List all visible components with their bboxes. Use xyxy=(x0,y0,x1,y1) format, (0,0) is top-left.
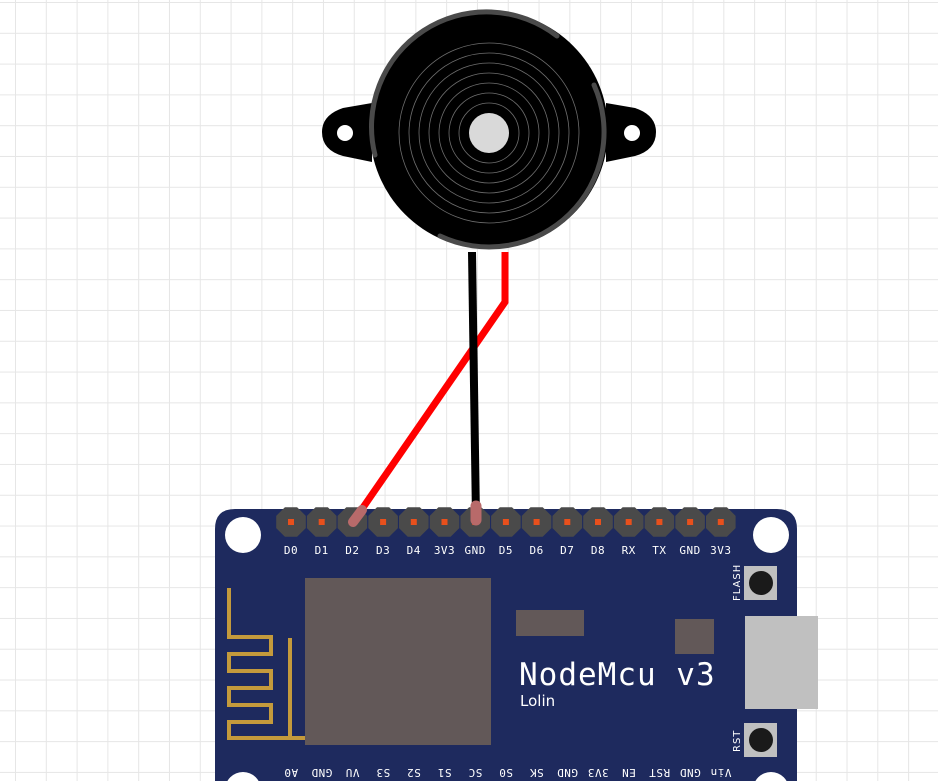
bottom-pin-label: SC xyxy=(468,766,482,779)
pin-pad xyxy=(625,519,632,525)
bottom-pin-label: S2 xyxy=(407,766,421,779)
top-pin-label: D5 xyxy=(499,544,513,557)
buzzer-rings xyxy=(398,42,580,224)
bottom-pin-labels: A0 GND VU S3 S2 S1 SC S0 SK GND 3V3 EN RST GND Vin xyxy=(284,766,732,779)
top-pin-label: GND xyxy=(465,544,486,557)
bottom-pin-label: A0 xyxy=(284,766,298,779)
mounting-hole-top-right xyxy=(753,517,789,553)
piezo-buzzer[interactable] xyxy=(322,9,656,250)
pin-pad xyxy=(380,519,387,525)
mount-hole-right xyxy=(624,125,640,141)
red-wire[interactable] xyxy=(348,252,509,527)
top-pin-label: TX xyxy=(652,544,666,557)
pin-pad xyxy=(717,519,724,525)
bottom-pin-label: GND xyxy=(557,766,578,779)
buzzer-center xyxy=(469,113,509,153)
pin-pad xyxy=(533,519,540,525)
bottom-pin-label: Vin xyxy=(710,766,731,779)
bottom-pin-label: 3V3 xyxy=(587,766,608,779)
pin-pad xyxy=(656,519,663,525)
buzzer-rim-highlight xyxy=(369,9,607,250)
top-pin-label: D1 xyxy=(315,544,329,557)
top-pin-label: D8 xyxy=(591,544,605,557)
buzzer-mounting-tabs xyxy=(322,103,656,162)
top-pin-header xyxy=(276,507,736,537)
pin-pad xyxy=(502,519,509,525)
top-pin-label: 3V3 xyxy=(434,544,455,557)
bottom-pin-label: SK xyxy=(529,766,543,779)
pin-pad xyxy=(687,519,694,525)
top-pin-label: D7 xyxy=(560,544,574,557)
top-pin-label: D3 xyxy=(376,544,390,557)
mounting-hole-top-left xyxy=(225,517,261,553)
smd-component xyxy=(516,610,584,636)
black-wire[interactable] xyxy=(468,251,482,526)
bottom-pin-label: GND xyxy=(679,766,700,779)
antenna-trace xyxy=(227,588,305,740)
bottom-pin-label: RST xyxy=(649,766,670,779)
bottom-pin-label: VU xyxy=(345,766,359,779)
bottom-pin-label: S3 xyxy=(376,766,390,779)
rst-button[interactable] xyxy=(744,723,777,757)
mount-hole-left xyxy=(337,125,353,141)
board-subtitle: Lolin xyxy=(520,692,555,710)
flash-button-label: FLASH xyxy=(732,564,743,601)
usb-connector[interactable] xyxy=(745,616,818,709)
mounting-hole-bottom-left xyxy=(227,772,259,781)
top-pin-labels: D0 D1 D2 D3 D4 3V3 GND D5 D6 D7 D8 RX TX GND 3V3 xyxy=(284,544,731,557)
bottom-pin-label: EN xyxy=(622,766,636,779)
pin-pad xyxy=(318,519,325,525)
pin-pad xyxy=(441,519,448,525)
pin-pad xyxy=(564,519,571,525)
top-pin-label: D4 xyxy=(407,544,421,557)
pin-pad xyxy=(288,519,294,525)
bottom-pin-label: S1 xyxy=(437,766,451,779)
mounting-hole-bottom-right xyxy=(755,772,787,781)
top-pin-label: GND xyxy=(679,544,700,557)
top-pin-label: D6 xyxy=(529,544,543,557)
top-pin-label: D0 xyxy=(284,544,298,557)
flash-button[interactable] xyxy=(744,566,777,600)
rst-button-label: RST xyxy=(732,730,743,752)
pin-pad xyxy=(595,519,601,525)
top-pin-label: D2 xyxy=(345,544,359,557)
pin-pad xyxy=(410,519,417,525)
bottom-pin-label: S0 xyxy=(499,766,513,779)
top-pin-label: RX xyxy=(622,544,636,557)
board-title: NodeMcu v3 xyxy=(519,657,716,693)
esp-module-shield xyxy=(305,578,491,745)
smd-chip xyxy=(675,619,714,654)
bottom-pin-label: GND xyxy=(311,766,332,779)
top-pin-label: 3V3 xyxy=(710,544,731,557)
